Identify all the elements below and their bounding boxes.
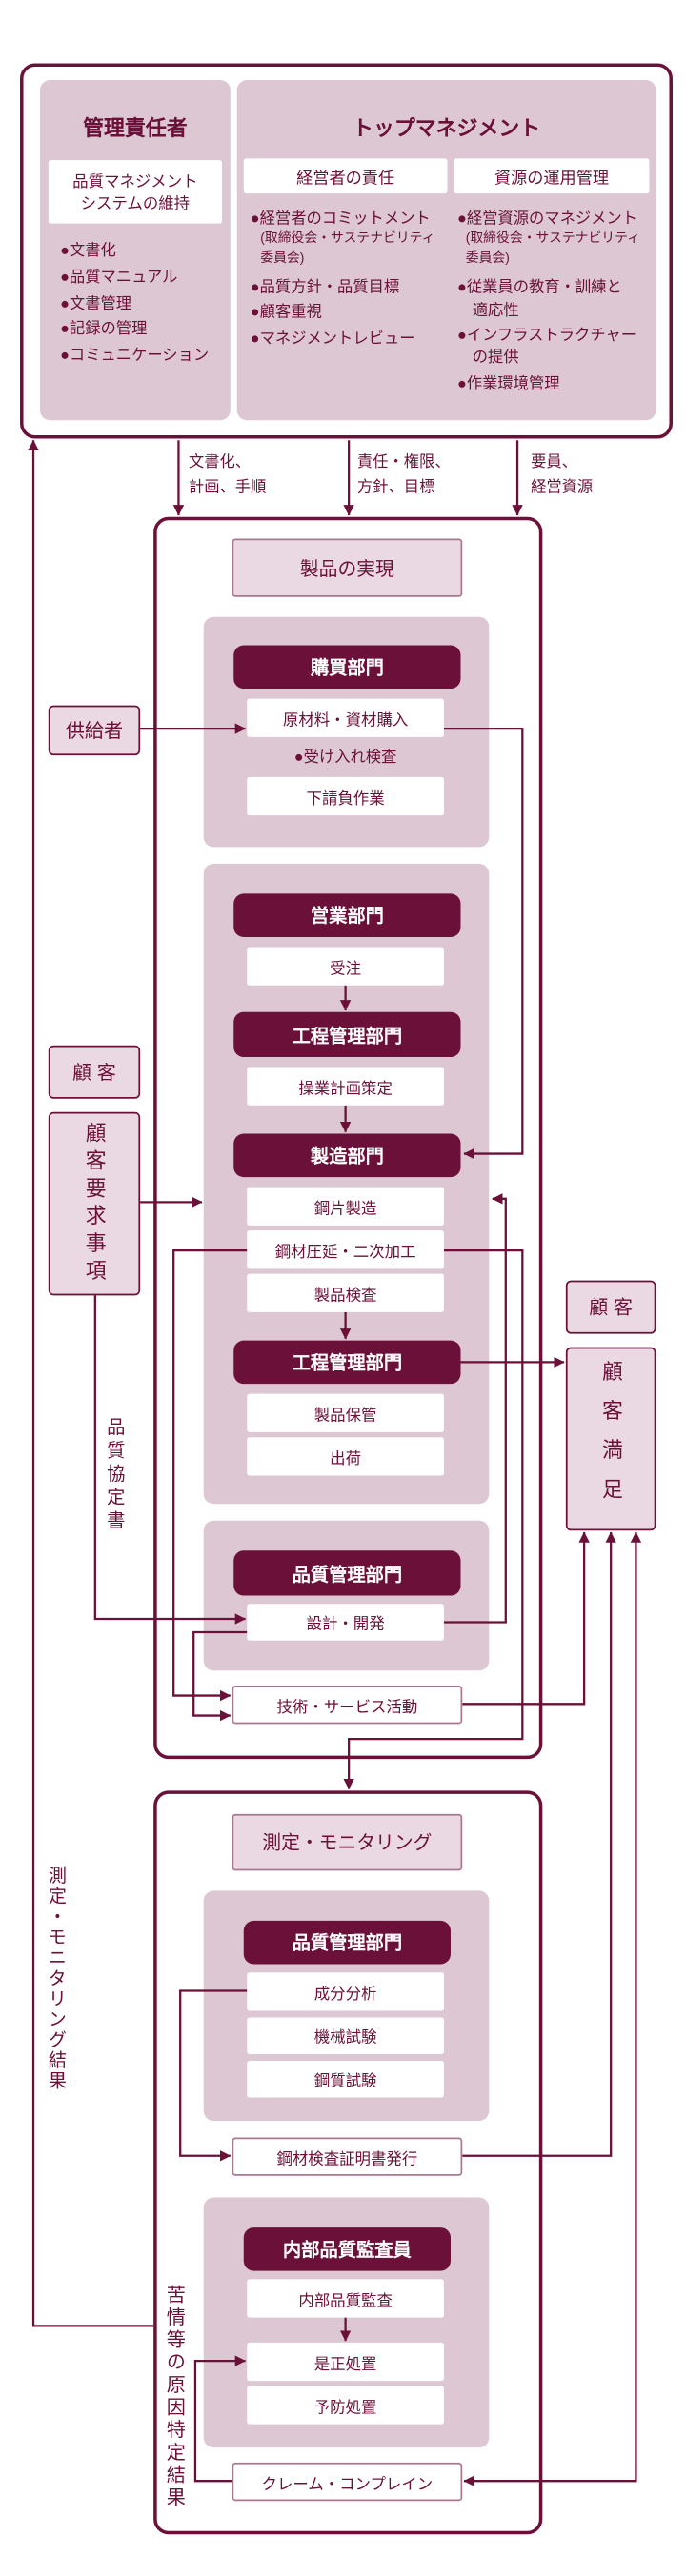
input-label-line: 責任・権限、 [356,453,451,470]
responsibility-item-note: (取締役会・サステナビリティ [260,230,435,246]
arrow-certificate-to-satisfaction [462,1531,616,2157]
responsibility-item: 顧客重視 [251,300,322,324]
customer-output-label: 顧 客 [565,1280,656,1334]
resources-item: インフラストラクチャー [457,324,636,348]
resources-item-note: (取締役会・サステナビリティ [465,230,640,246]
input-label-line: 文書化、 [188,453,252,470]
testing-header: 品質管理部門 [243,1920,451,1965]
sales-header: 営業部門 [233,893,461,937]
management-representative-title: 管理責任者 [83,116,188,141]
monitoring-result-label: 測定・モニタリング結果 [44,1861,69,2098]
purchasing-inspection-item: 受け入れ検査 [247,746,444,769]
top-management-panel [236,80,656,421]
responsibility-item: 経営者のコミットメント [251,207,431,230]
input-label-documentation: 文書化、 計画、手順 [189,450,266,501]
audit-header: 内部品質監査員 [243,2227,451,2271]
responsibility-item-note: 委員会) [260,250,305,266]
resources-item-continued: の提供 [472,348,519,366]
resources-item-note: 委員会) [465,250,510,266]
arrow-agreement-to-design [93,1295,247,1625]
responsibility-item: 品質方針・品質目標 [251,275,400,299]
responsibility-item: マネジメントレビュー [251,327,415,350]
storage-header: 工程管理部門 [233,1340,461,1385]
audit-item: 内部品質監査 [247,2279,444,2318]
resources-item: 経営資源のマネジメント [457,207,637,230]
manufacturing-item: 製品検査 [247,1273,444,1312]
input-label-responsibility: 責任・権限、 方針、目標 [357,450,451,501]
monitoring-result-text: 測定・モニタリング結果 [46,1866,67,2092]
cause-result-text: 苦情等の原因特定結果 [164,2283,185,2509]
design-item: 設計・開発 [247,1604,444,1641]
arrow-rolling-to-service [172,1248,248,1702]
qms-maintenance-line: 品質マネジメント [72,171,198,190]
manufacturing-item: 鋼片製造 [247,1187,444,1226]
purchasing-item: 原材料・資材購入 [247,698,444,737]
resources-header: 資源の運用管理 [454,158,650,194]
planning-header: 工程管理部門 [233,1011,461,1058]
service-box: 技術・サービス活動 [232,1686,463,1725]
representative-item: 文書化 [60,238,116,262]
cause-result-label: 苦情等の原因特定結果 [162,2278,187,2515]
quality-header: 品質管理部門 [233,1550,461,1596]
responsibility-header: 経営者の責任 [243,158,448,194]
customer-requirements-text: 顧客要求事項 [81,1121,106,1287]
arrow-monitoring-feedback [28,439,154,2327]
representative-item: コミュニケーション [60,344,209,368]
quality-agreement-label: 品質協定書 [102,1410,127,1541]
representative-item: 記録の管理 [60,317,147,341]
testing-item: 機械試験 [247,2017,444,2054]
representative-item: 文書管理 [60,291,131,315]
arrow-analysis-to-certificate [179,1989,248,2162]
measurement-title: 測定・モニタリング [232,1813,463,1871]
claims-box: クレーム・コンプレイン [232,2462,463,2502]
customer-satisfaction-text: 顧客満足 [598,1360,622,1518]
storage-item: 製品保管 [247,1393,444,1432]
top-management-title: トップマネジメント [353,116,541,141]
audit-item: 是正処置 [247,2342,444,2382]
resources-item-continued: 適応性 [472,301,519,319]
audit-item: 予防処置 [247,2386,444,2425]
input-label-line: 方針、目標 [356,478,435,495]
quality-design-panel [203,1520,490,1671]
storage-item: 出荷 [247,1437,444,1476]
inspection-certificate-box: 鋼材検査証明書発行 [232,2137,463,2176]
resources-item: 作業環境管理 [457,371,560,395]
customer-satisfaction-box: 顧客満足 [565,1347,656,1531]
arrow-satisfaction-claims [463,1531,642,2486]
input-label-resources: 要員、 経営資源 [531,450,593,501]
planning-item: 操業計画策定 [247,1067,444,1106]
manufacturing-header: 製造部門 [233,1133,461,1178]
purchasing-item: 下請負作業 [247,776,444,816]
customer-requirements-box: 顧客要求事項 [48,1111,141,1296]
input-label-line: 経営資源 [531,478,594,495]
arrow-purchase-to-manufacturing [443,727,524,1160]
resources-item: 従業員の教育・訓練と [457,275,622,299]
testing-item: 成分分析 [247,1972,444,2011]
supplier-box: 供給者 [48,705,141,756]
product-realization-title: 製品の実現 [232,538,463,597]
sales-item: 受注 [247,947,444,986]
quality-agreement-text: 品質協定書 [104,1417,125,1534]
representative-item: 品質マニュアル [60,265,178,289]
arrow-design-to-service [192,1630,248,1722]
qms-maintenance-box: 品質マネジメント システムの維持 [48,160,222,224]
input-label-line: 要員、 [531,453,577,470]
customer-input-label: 顧 客 [48,1045,141,1099]
manufacturing-item: 鋼材圧延・二次加工 [247,1230,444,1269]
purchasing-header: 購買部門 [233,645,461,689]
arrow-claims-to-corrective [193,2355,247,2483]
testing-item: 鋼質試験 [247,2060,444,2098]
qms-maintenance-line: システムの維持 [80,193,191,212]
input-label-line: 計画、手順 [188,478,267,495]
